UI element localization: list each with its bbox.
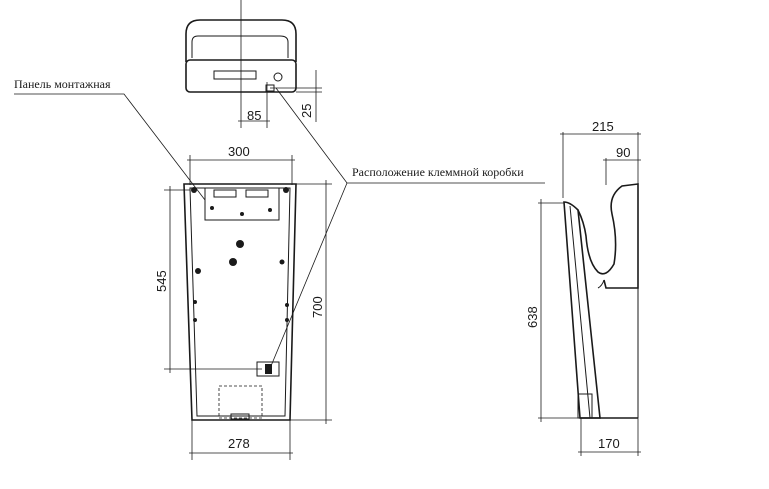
label-mounting-panel: Панель монтажная	[14, 77, 111, 91]
side-view: 215 90 638 170	[525, 119, 641, 456]
dim-90: 90	[616, 145, 630, 160]
dim-638: 638	[525, 306, 540, 328]
dim-215: 215	[592, 119, 614, 134]
label-terminal-box: Расположение клеммной коробки	[352, 165, 524, 179]
dim-700: 700	[310, 296, 325, 318]
dim-300: 300	[228, 144, 250, 159]
dim-25: 25	[299, 104, 314, 118]
dim-85: 85	[247, 108, 261, 123]
dim-545: 545	[154, 270, 169, 292]
callouts: Панель монтажная Расположение клеммной к…	[14, 77, 545, 367]
top-view: 85 25	[185, 0, 322, 128]
front-view: 300 545 700	[154, 144, 332, 460]
dim-278: 278	[228, 436, 250, 451]
dim-170: 170	[598, 436, 620, 451]
